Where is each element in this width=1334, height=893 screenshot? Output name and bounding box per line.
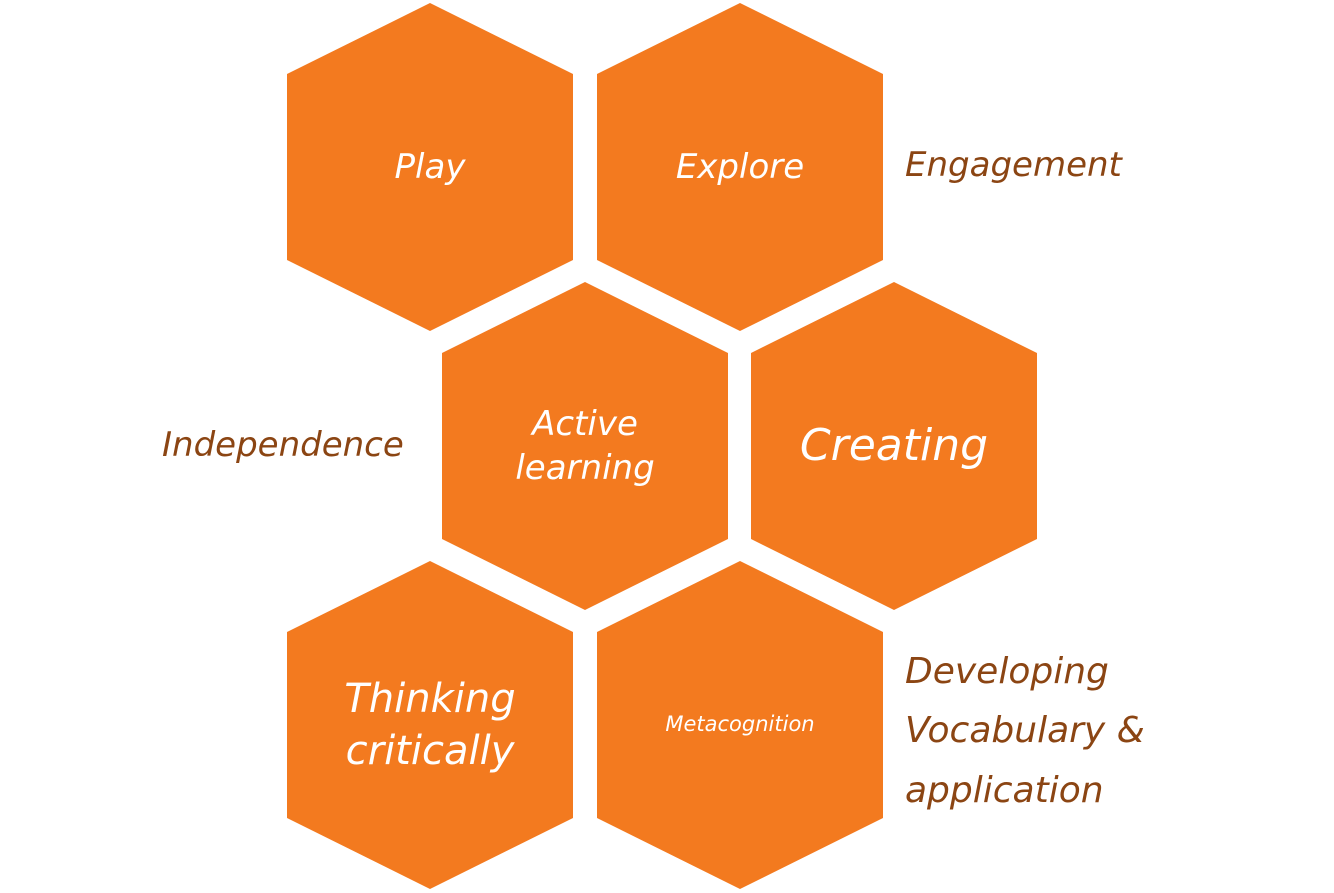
hexagon-shape: [287, 561, 573, 889]
hexagon-play: Play: [287, 3, 573, 331]
hexagon-creating: Creating: [751, 282, 1037, 610]
hexagon-label-metacognition: Metacognition: [665, 712, 815, 737]
hexagon-label-thinking-critically: Thinking critically: [344, 676, 516, 774]
hexagon-explore: Explore: [597, 3, 883, 331]
hexagon-shape: [597, 561, 883, 889]
hexagon-thinking-critically: Thinking critically: [287, 561, 573, 889]
hexagon-label-explore: Explore: [675, 146, 805, 187]
hexagon-active-learning: Active learning: [442, 282, 728, 610]
hexagon-shape: [442, 282, 728, 610]
hexagon-label-play: Play: [394, 146, 466, 187]
hexagon-shape: [597, 3, 883, 331]
side-label-engagement: Engagement: [905, 145, 1122, 185]
hexagon-shape: [751, 282, 1037, 610]
hexagon-label-creating: Creating: [799, 420, 989, 472]
hexagon-shape: [287, 3, 573, 331]
hexagon-label-active-learning: Active learning: [515, 403, 655, 488]
side-label-developing-vocabulary: Developing Vocabulary & application: [905, 651, 1145, 811]
hexagon-metacognition: Metacognition: [597, 561, 883, 889]
side-label-independence: Independence: [162, 425, 404, 465]
